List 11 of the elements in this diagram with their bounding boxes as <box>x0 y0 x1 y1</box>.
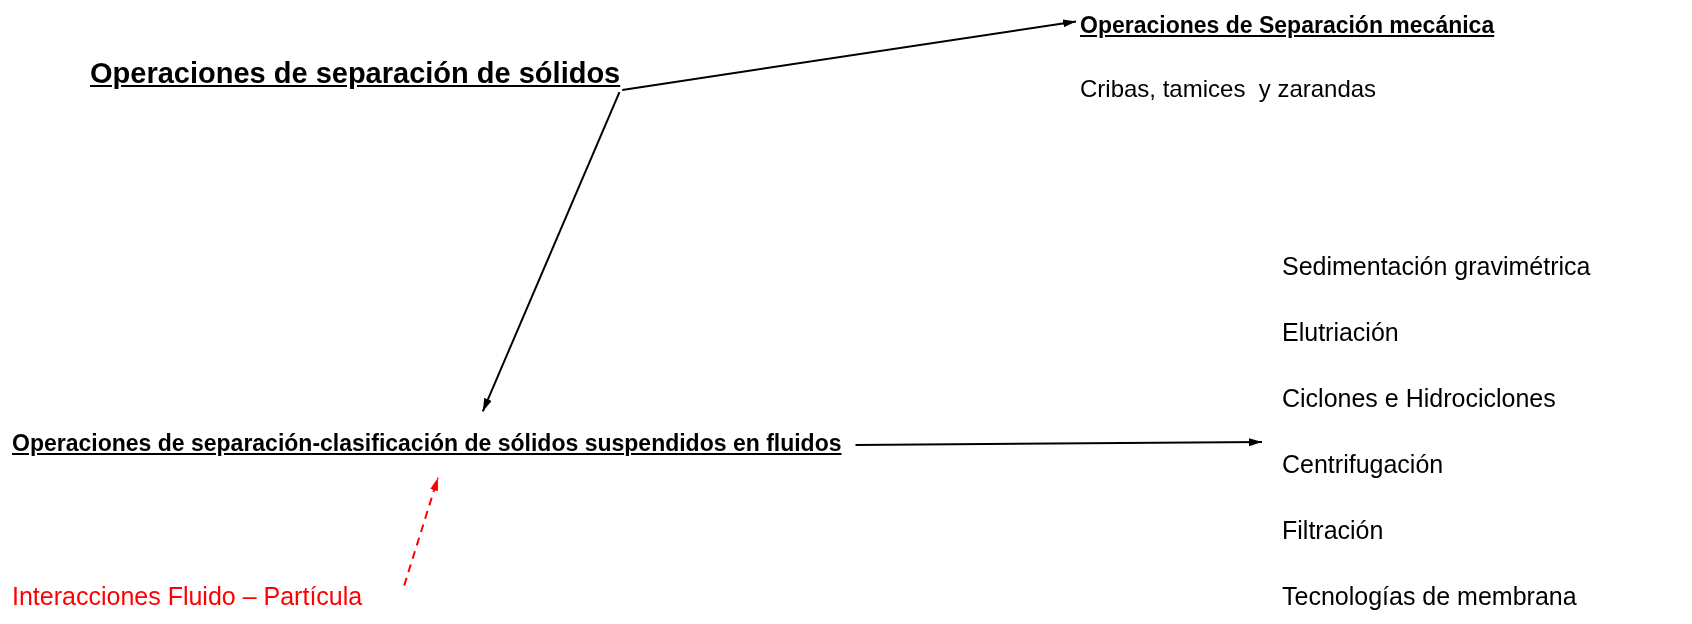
list-item: Elutriación <box>1282 317 1400 348</box>
heading-text: Operaciones de separación de sólidos <box>90 56 621 91</box>
list-item: Filtración <box>1282 515 1385 546</box>
list-item: Sedimentación gravimétrica <box>1282 251 1591 282</box>
list-item: Centrifugación <box>1282 449 1445 480</box>
list-item: Tecnologías de membrana <box>1282 581 1578 612</box>
body-text: Cribas, tamices y zarandas <box>1080 73 1378 104</box>
list-item: Ciclones e Hidrociclones <box>1282 383 1557 414</box>
note-text: Interacciones Fluido – Partícula <box>12 581 363 612</box>
heading-text: Operaciones de Separación mecánica <box>1080 11 1495 40</box>
heading-text: Operaciones de separación-clasificación de sólidos suspendidos en fluidos <box>12 429 842 458</box>
